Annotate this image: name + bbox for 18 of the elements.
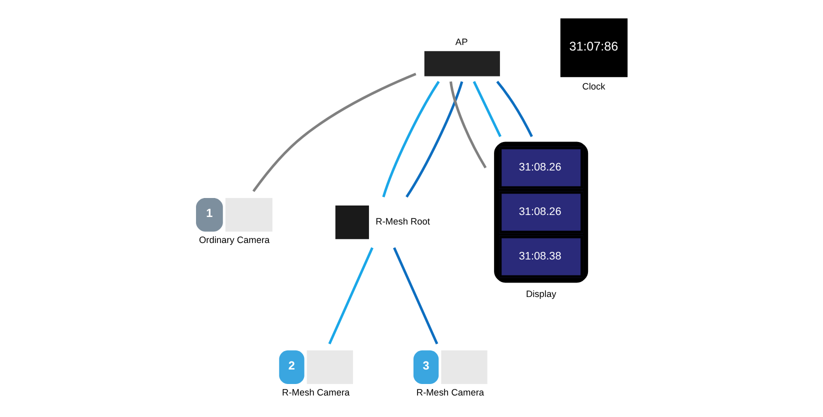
connector xyxy=(252,72,416,192)
node-box xyxy=(424,51,500,76)
connector xyxy=(449,81,486,168)
node-label: Clock xyxy=(582,82,605,92)
connector xyxy=(392,247,438,344)
node-label: AP xyxy=(454,37,468,48)
node-label: Display xyxy=(525,288,556,299)
node-label: R-Mesh Camera xyxy=(416,388,484,398)
node-label: R-Mesh Root xyxy=(375,216,430,227)
node-box xyxy=(334,206,368,240)
connector xyxy=(496,80,532,138)
connector xyxy=(472,81,501,138)
node-label: R-Mesh Camera xyxy=(282,388,350,398)
node-box: 31:07:86 xyxy=(560,18,628,78)
node-label: Ordinary Camera xyxy=(198,235,270,246)
connector xyxy=(328,247,373,344)
connector xyxy=(405,81,463,198)
connector xyxy=(382,80,440,198)
